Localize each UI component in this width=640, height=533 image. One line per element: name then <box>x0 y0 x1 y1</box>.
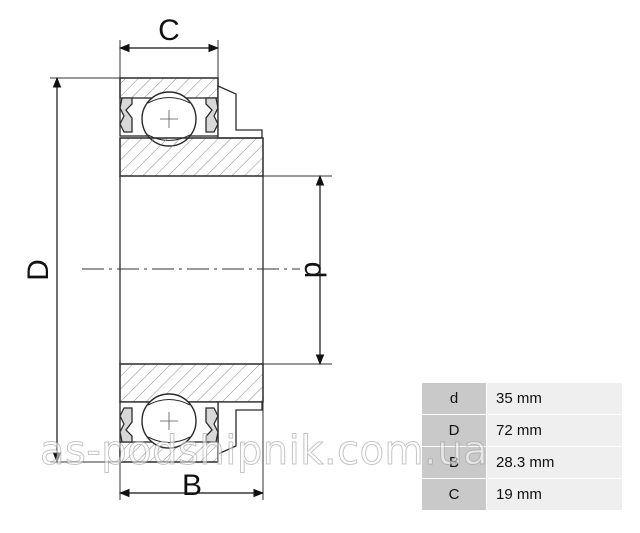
seal-top-right <box>205 97 219 133</box>
seal-bottom-right <box>205 407 219 443</box>
table-row: C 19 mm <box>421 478 623 511</box>
locking-collar-bottom <box>217 401 263 456</box>
value-cell: 35 mm <box>486 382 623 415</box>
label-d: d <box>298 262 331 279</box>
param-cell: B <box>421 446 487 479</box>
value-cell: 28.3 mm <box>486 446 623 479</box>
ball-bottom <box>141 393 197 449</box>
table-row: B 28.3 mm <box>421 446 623 479</box>
param-cell: C <box>421 478 487 511</box>
seal-top-left <box>119 97 133 133</box>
table-row: D 72 mm <box>421 414 623 447</box>
param-cell: d <box>421 382 487 415</box>
label-D: D <box>22 259 55 281</box>
inner-ring-top <box>119 137 264 177</box>
inner-ring-bottom <box>119 363 264 403</box>
label-B: B <box>182 469 202 502</box>
spec-table: d 35 mm D 72 mm B 28.3 mm C 19 mm <box>421 382 623 511</box>
table-row: d 35 mm <box>421 382 623 415</box>
value-cell: 19 mm <box>486 478 623 511</box>
value-cell: 72 mm <box>486 414 623 447</box>
param-cell: D <box>421 414 487 447</box>
label-C: C <box>158 14 180 47</box>
seal-bottom-left <box>119 407 133 443</box>
locking-collar-top <box>217 84 263 139</box>
